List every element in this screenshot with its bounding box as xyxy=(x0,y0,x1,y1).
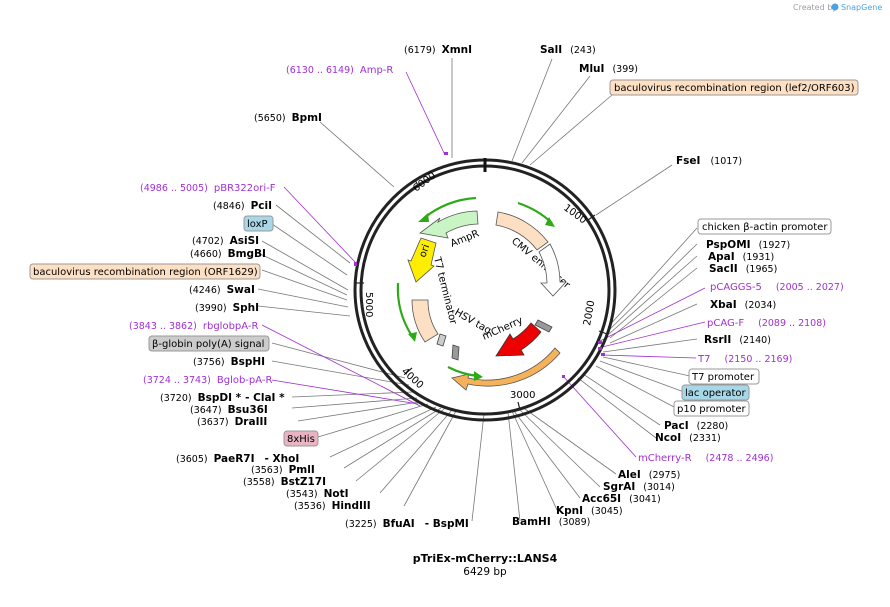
label-leader-lines xyxy=(257,58,698,522)
site-bmgbi: (4660)BmgBI xyxy=(190,248,266,260)
site-sphi: (3990)SphI xyxy=(195,302,259,314)
site-pcii: (4846)PciI xyxy=(213,200,272,212)
site-noti: (3543)NotI xyxy=(286,488,349,500)
box-loxp: loxP xyxy=(243,215,274,232)
green-arrowheads xyxy=(408,213,555,381)
orange-feature xyxy=(451,347,561,391)
box-chicken-actin: chicken β-actin promoter xyxy=(697,218,832,235)
primer-ampr: (6130 .. 6149)Amp-R xyxy=(286,65,393,76)
box-bac-right: baculovirus recombination region (lef2/O… xyxy=(609,79,859,96)
ori-label: ori xyxy=(417,243,432,259)
chicken-actin-promoter-feature xyxy=(538,243,567,297)
primer-bglobpa: (3724 .. 3743)Bglob-pA-R xyxy=(143,375,272,386)
site-fsei: FseI(1017) xyxy=(676,155,742,167)
site-mlui: MluI(399) xyxy=(579,63,638,75)
scale-ticks xyxy=(356,179,608,411)
primer-pbr322ori: (4986 .. 5005)pBR322ori-F xyxy=(140,183,276,194)
cmv-enhancer-feature: CMV enhancer xyxy=(495,211,573,292)
site-ncoi: NcoI(2331) xyxy=(655,432,721,444)
primer-pcaggs5: pCAGGS-5(2005 .. 2027) xyxy=(710,282,844,293)
primer-rbglobpa: (3843 .. 3862)rbglobpA-R xyxy=(129,321,258,332)
site-draiii: (3637)DraIII xyxy=(197,416,267,428)
site-rsrii: RsrII(2140) xyxy=(704,334,771,346)
box-p10-promoter-label: p10 promoter xyxy=(677,404,747,415)
primer-leader-lines xyxy=(261,71,706,458)
site-hindiii: (3536)HindIII xyxy=(294,500,371,512)
site-sali: SalI(243) xyxy=(540,44,596,56)
site-pmli: (3563)PmlI xyxy=(251,464,315,476)
snapgene-logo-icon xyxy=(831,3,839,11)
site-bspdi: (3720)BspDI *- ClaI * xyxy=(160,392,285,404)
site-sgrai: SgrAI(3014) xyxy=(603,481,675,493)
box-8xhis: 8xHis xyxy=(283,430,319,447)
site-acc65i: Acc65I(3041) xyxy=(582,493,661,505)
box-bglobin-label: β-globin poly(A) signal xyxy=(152,339,264,350)
box-bac-left-label: baculovirus recombination region (ORF162… xyxy=(33,267,258,278)
credit-brand: SnapGene xyxy=(841,3,882,12)
site-bstz17i: (3558)BstZ17I xyxy=(243,476,326,488)
tick-label-5000: 5000 xyxy=(363,292,374,317)
box-8xhis-label: 8xHis xyxy=(287,434,315,445)
site-bpmi: (5650)BpmI xyxy=(254,112,322,124)
box-lac-operator-label: lac operator xyxy=(685,388,746,399)
box-p10-promoter: p10 promoter xyxy=(673,400,750,417)
site-bsu36i: (3647)Bsu36I xyxy=(190,404,268,416)
box-t7-promoter-label: T7 promoter xyxy=(691,372,755,383)
site-pspomi: PspOMI(1927) xyxy=(706,239,790,251)
site-bfuai: (3225)BfuAI- BspMI xyxy=(345,518,469,530)
primer-t7: T7(2150 .. 2169) xyxy=(697,354,792,365)
site-apai: ApaI(1931) xyxy=(708,251,774,263)
site-bsphi: (3756)BspHI xyxy=(193,356,265,368)
box-bglobin: β-globin poly(A) signal xyxy=(148,335,270,352)
box-bac-left: baculovirus recombination region (ORF162… xyxy=(29,263,261,280)
site-asisi: (4702)AsiSI xyxy=(192,235,259,247)
site-paer7i: (3605)PaeR7I- XhoI xyxy=(176,453,299,465)
mcherry-feature: mCherry xyxy=(481,315,553,357)
box-chicken-actin-label: chicken β-actin promoter xyxy=(702,222,828,233)
box-loxp-label: loxP xyxy=(247,219,268,230)
site-xbai: XbaI(2034) xyxy=(710,299,776,311)
box-t7-promoter: T7 promoter xyxy=(688,368,760,385)
credit-text: Created by xyxy=(793,3,837,12)
site-alei: AleI(2975) xyxy=(618,469,680,481)
plasmid-size: 6429 bp xyxy=(463,566,507,578)
primer-mcherryr: mCherry-R(2478 .. 2496) xyxy=(638,453,773,464)
backbone-circle xyxy=(353,158,617,422)
site-paci: PacI(2280) xyxy=(664,420,728,432)
primer-pcagf: pCAG-F(2089 .. 2108) xyxy=(707,318,826,329)
tick-label-2000: 2000 xyxy=(582,300,597,327)
site-xmni: (6179)XmnI xyxy=(404,44,472,56)
ori-feature: ori xyxy=(407,237,437,283)
site-sacii: SacII(1965) xyxy=(709,263,777,275)
site-bamhi: BamHI(3089) xyxy=(512,516,590,528)
site-swai: (4246)SwaI xyxy=(189,284,255,296)
tick-label-3000: 3000 xyxy=(510,390,535,401)
ampr-label: AmpR xyxy=(449,228,481,249)
plasmid-name: pTriEx-mCherry::LANS4 xyxy=(413,552,558,565)
primer-marks xyxy=(354,152,605,378)
site-kpni: KpnI(3045) xyxy=(556,505,623,517)
tick-label-4000: 4000 xyxy=(399,366,425,391)
box-bac-right-label: baculovirus recombination region (lef2/O… xyxy=(614,83,855,94)
box-lac-operator: lac operator xyxy=(681,384,750,401)
